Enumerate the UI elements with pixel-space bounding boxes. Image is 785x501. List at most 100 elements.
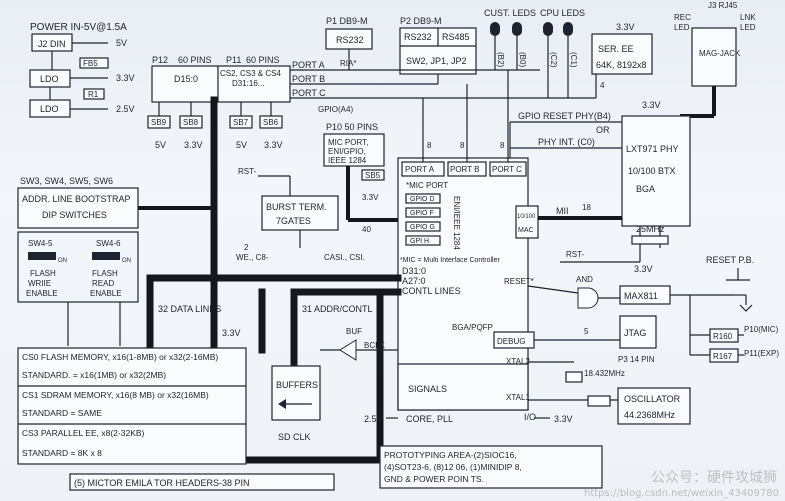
cpu-mic-port: *MIC PORT [406, 181, 448, 190]
watermark-url: https://blog.csdn.net/weixin_43409780 [583, 488, 779, 499]
flash-write-l1: FLASH [30, 269, 56, 278]
cs1-sdram: CS1 SDRAM MEMORY, x16(8 MB) or x32(16MB) [22, 390, 209, 400]
p12-name: P12 [152, 55, 168, 65]
sw45-on: ON [58, 258, 67, 264]
mag-jack-label: MAG-JACK [699, 49, 741, 58]
cpu-mac-box [515, 205, 539, 239]
cpu-core-pll: CORE, PLL [406, 414, 453, 424]
phy-crystal [631, 235, 669, 245]
phy-voltage: 3.3V [642, 100, 661, 110]
r1-label: R1 [88, 90, 99, 99]
rec-label: REC [674, 13, 691, 22]
memory-box [17, 347, 247, 465]
cpu-eni-label: ENI/IEEE 1284 [452, 196, 461, 250]
cpu-signals-box [397, 363, 529, 411]
ser-ee-name: SER. EE [598, 44, 634, 54]
p12-bus: D15:0 [174, 74, 198, 84]
sw46-on: ON [122, 258, 131, 264]
power-title: POWER IN-5V@1.5A [30, 22, 127, 33]
mii-width: 18 [582, 203, 591, 212]
bus-tick-2: 8 [460, 141, 465, 150]
buffers-box [271, 365, 321, 421]
sb9-label: SB9 [151, 118, 167, 127]
p2-title: P2 DB9-M [400, 16, 442, 26]
sb7-label: SB7 [233, 118, 249, 127]
fb5-label: FB5 [83, 59, 98, 68]
max811-voltage: 3.3V [634, 264, 653, 274]
phy-clock: 25MHz [636, 224, 665, 234]
p10-line2: ENI/GPIO, [328, 147, 366, 156]
sw-line2: DIP SWITCHES [42, 210, 107, 220]
gpi-h-label: GPI H [410, 238, 429, 245]
cpu-package: BGA/PQFP [452, 323, 493, 332]
led-b2-label: (B2) [496, 52, 505, 67]
sw45-toggle-icon [28, 252, 56, 260]
gpio-g-box [405, 221, 441, 232]
burst-term-box [261, 195, 339, 231]
sw-enable-group [17, 231, 139, 303]
power-3v3: 3.3V [116, 73, 135, 83]
p2-rs232: RS232 [404, 32, 432, 42]
oscillator-freq: 44.2368MHz [624, 410, 676, 420]
cs3-standard: STANDARD = 8K x 8 [22, 448, 102, 458]
gpio-f-box [405, 207, 441, 218]
sb6-label: SB6 [263, 118, 279, 127]
power-5v: 5V [116, 38, 127, 48]
xtal-frequency: 18.432MHz [584, 369, 625, 378]
mictor-label: (5) MICTOR EMILA TOR HEADERS-38 PIN [74, 478, 250, 488]
cpu-mac-speed: 10/100 [517, 214, 536, 220]
bus-tick-1: 8 [427, 141, 432, 150]
p11-name: P11 [226, 55, 241, 65]
burst-n-label: 2 [244, 243, 249, 252]
gpio-a4-label: GPIO(A4) [318, 105, 353, 114]
oscillator-box [617, 387, 691, 425]
and-label: AND [576, 275, 593, 284]
proto-line2: (4)SOT23-6, (8)12 06, (1)MINIDIP 8, [384, 462, 522, 472]
p2-switches: SW2, JP1, JP2 [406, 56, 467, 66]
cs0-standard: STANDARD. = x16(1MB) or x32(2MB) [22, 370, 166, 380]
xtal-crystal [565, 371, 583, 383]
sb9-voltage: 5V [155, 140, 166, 150]
cpu-port-c-label: PORT C [492, 165, 522, 174]
cs1-standard: STANDARD = SAME [22, 408, 102, 418]
sb5-voltage: 3.3V [362, 193, 379, 202]
gpio-reset-label: GPIO RESET PHY(B4) [518, 111, 611, 121]
cpu-io: I/O [524, 412, 536, 422]
sb7-voltage: 5V [236, 140, 247, 150]
p11-bus: D31:16... [232, 79, 264, 88]
mem-voltage: 3.3V [222, 328, 241, 338]
data-lines-label: 32 DATA LINES [158, 304, 221, 314]
and-gate-icon [577, 287, 599, 309]
sb5-box [361, 169, 385, 181]
cpu-signals: SIGNALS [408, 384, 447, 394]
prototyping-box [379, 445, 603, 489]
phy-speed: 10/100 BTX [628, 166, 676, 176]
sd-clk-label: SD CLK [278, 432, 311, 442]
rst-label: RST- [566, 250, 585, 259]
cpu-addr-bus: A27:0 [402, 276, 426, 286]
port-b-label: PORT B [292, 74, 325, 84]
led-b0-label: (B0) [518, 52, 527, 67]
proto-line1: PROTOTYPING AREA-(2)SIOC16, [384, 450, 517, 460]
p12-pins: 60 PINS [178, 55, 212, 65]
phy-box [621, 115, 691, 227]
buffers-arrow-icon [278, 399, 286, 409]
gpi-h-box [405, 235, 441, 246]
sb8-voltage: 3.3V [184, 140, 203, 150]
led-c1-icon [563, 22, 573, 36]
addr-lines-label: 31 ADDR/CONTL [302, 304, 373, 314]
ser-ee-voltage: 3.3V [616, 22, 635, 32]
burst-cas-label: CASI., CSI. [324, 253, 365, 262]
p10-box [323, 133, 385, 167]
p10-line1: MIC PORT, [328, 138, 368, 147]
cpu-data-bus: D31:0 [402, 266, 426, 276]
gpio-g-label: GPIO G [410, 224, 435, 231]
flash-read-l1: FLASH [92, 269, 118, 278]
lnk-led-label: LED [740, 23, 756, 32]
burst-we-label: WE., C8- [236, 253, 269, 262]
p10-title: P10 50 PINS [326, 122, 378, 132]
sw45-label: SW4-5 [28, 239, 53, 248]
gpio-d-label: GPIO D [410, 196, 435, 203]
